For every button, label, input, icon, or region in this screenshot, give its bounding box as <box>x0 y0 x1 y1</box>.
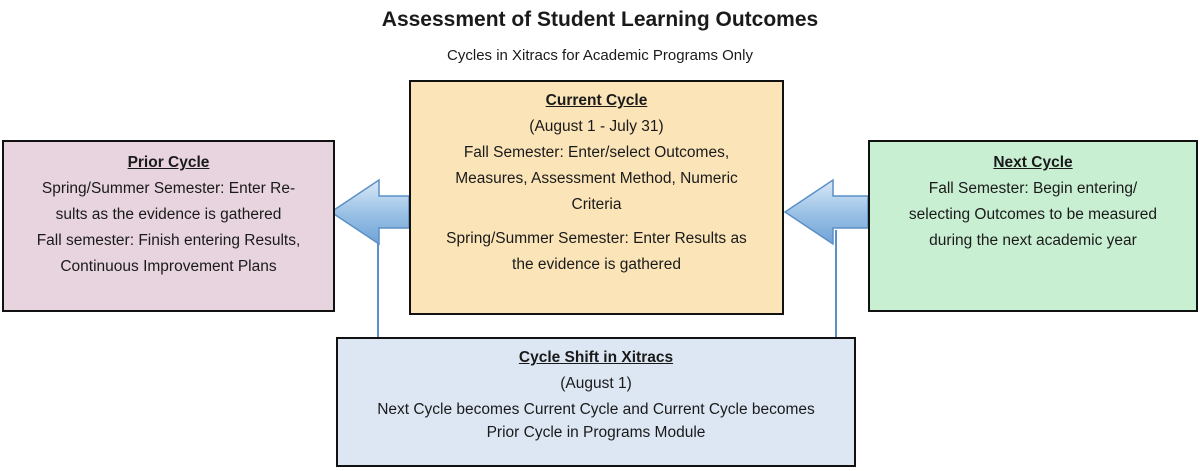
current-cycle-line: Spring/Summer Semester: Enter Results as <box>446 230 747 247</box>
next-cycle-line: during the next academic year <box>929 232 1137 249</box>
diagram-title: Assessment of Student Learning Outcomes <box>381 8 819 31</box>
cycle-shift-box: Cycle Shift in Xitracs (August 1) Next C… <box>336 337 856 467</box>
cycle-shift-heading: Cycle Shift in Xitracs <box>518 349 674 366</box>
prior-cycle-box: Prior Cycle Spring/Summer Semester: Ente… <box>2 140 335 312</box>
next-cycle-box: Next Cycle Fall Semester: Begin entering… <box>868 140 1198 312</box>
cycle-shift-line: Prior Cycle in Programs Module <box>486 424 706 441</box>
current-cycle-line: the evidence is gathered <box>512 256 681 273</box>
prior-cycle-heading: Prior Cycle <box>127 154 210 171</box>
diagram-subtitle: Cycles in Xitracs for Academic Programs … <box>447 47 753 64</box>
current-cycle-box: Current Cycle (August 1 - July 31) Fall … <box>409 80 784 315</box>
prior-cycle-line: Fall semester: Finish entering Results, <box>36 232 301 249</box>
arrow-right-icon <box>783 178 869 246</box>
next-cycle-heading: Next Cycle <box>993 154 1073 171</box>
prior-cycle-line: Spring/Summer Semester: Enter Re- <box>41 180 296 197</box>
current-cycle-dates: (August 1 - July 31) <box>529 118 664 135</box>
current-cycle-line: Measures, Assessment Method, Numeric <box>455 170 738 187</box>
next-cycle-line: selecting Outcomes to be measured <box>908 206 1158 223</box>
current-cycle-line: Fall Semester: Enter/select Outcomes, <box>463 144 730 161</box>
cycle-shift-line: Next Cycle becomes Current Cycle and Cur… <box>377 401 815 418</box>
prior-cycle-line: sults as the evidence is gathered <box>55 206 282 223</box>
cycle-shift-date: (August 1) <box>560 375 632 392</box>
arrow-left-icon <box>329 178 410 246</box>
next-cycle-line: Fall Semester: Begin entering/ <box>928 180 1138 197</box>
prior-cycle-line: Continuous Improvement Plans <box>60 258 277 275</box>
current-cycle-line: Criteria <box>571 196 622 213</box>
current-cycle-heading: Current Cycle <box>545 92 648 109</box>
spacer <box>411 218 782 226</box>
